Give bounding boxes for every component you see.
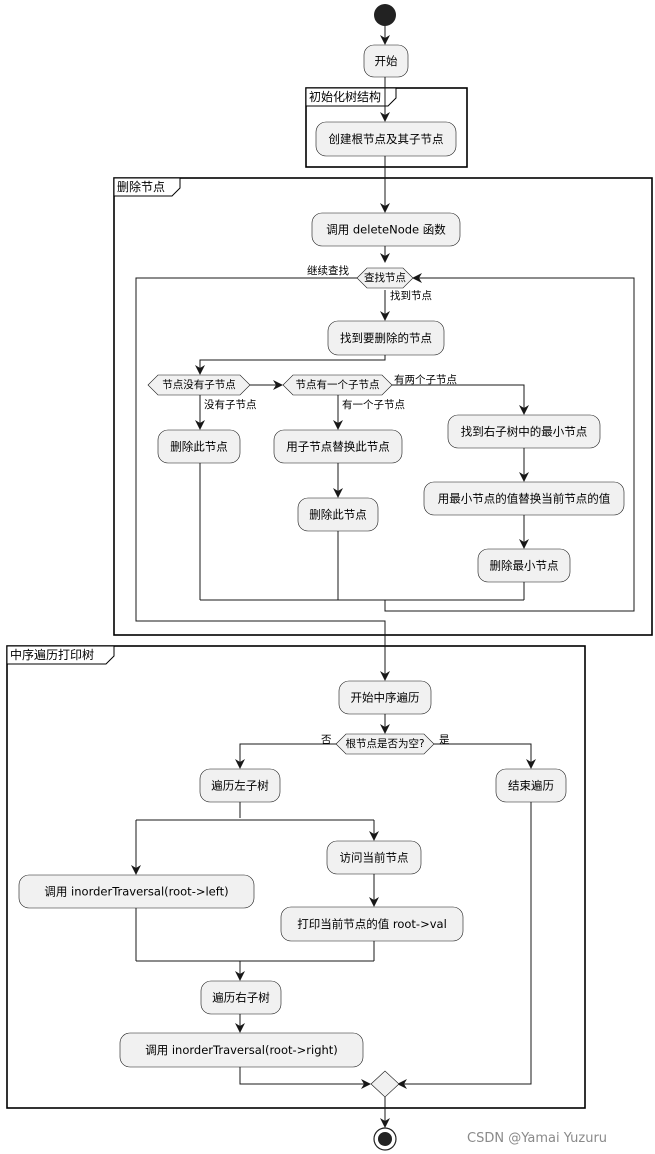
svg-text:找到右子树中的最小节点: 找到右子树中的最小节点 <box>461 425 588 439</box>
partition-inorder: 中序遍历打印树 <box>6 645 586 1109</box>
decision-no-child: 节点没有子节点 <box>147 374 251 396</box>
svg-text:用最小节点的值替换当前节点的值: 用最小节点的值替换当前节点的值 <box>438 492 611 506</box>
svg-text:删除此节点: 删除此节点 <box>170 440 228 454</box>
activity-delete-leaf: 删除此节点 <box>157 429 241 464</box>
activity-call-right: 调用 inorderTraversal(root->right) <box>119 1032 364 1068</box>
decision-search: 查找节点 <box>356 267 414 289</box>
svg-text:调用 inorderTraversal(root->righ: 调用 inorderTraversal(root->right) <box>145 1043 338 1057</box>
label-two-children: 有两个子节点 <box>394 373 457 386</box>
label-continue-search: 继续查找 <box>307 264 349 277</box>
svg-text:开始: 开始 <box>375 54 398 68</box>
activity-visit-current: 访问当前节点 <box>326 840 422 875</box>
svg-text:节点有一个子节点: 节点有一个子节点 <box>296 378 380 391</box>
decision-one-child: 节点有一个子节点 <box>282 374 393 396</box>
watermark: CSDN @Yamai Yuzuru <box>467 1131 607 1146</box>
svg-text:查找节点: 查找节点 <box>364 271 406 284</box>
partition-inorder-title: 中序遍历打印树 <box>10 647 94 662</box>
activity-traverse-right: 遍历右子树 <box>200 980 282 1015</box>
merge-node <box>370 1070 400 1098</box>
svg-text:找到要删除的节点: 找到要删除的节点 <box>340 331 432 345</box>
label-no: 否 <box>321 734 332 746</box>
svg-text:开始中序遍历: 开始中序遍历 <box>351 691 420 705</box>
decision-root-empty: 根节点是否为空? <box>335 733 435 755</box>
svg-text:访问当前节点: 访问当前节点 <box>340 851 409 865</box>
label-one-child: 有一个子节点 <box>342 398 405 411</box>
svg-text:用子节点替换此节点: 用子节点替换此节点 <box>286 440 390 454</box>
end-node <box>373 1127 397 1151</box>
activity-create-root: 创建根节点及其子节点 <box>315 121 457 157</box>
svg-text:调用 deleteNode 函数: 调用 deleteNode 函数 <box>326 223 446 237</box>
edges <box>131 26 635 1128</box>
partition-init-title: 初始化树结构 <box>309 89 381 104</box>
activity-print-val: 打印当前节点的值 root->val <box>280 906 464 942</box>
label-found: 找到节点 <box>390 289 432 302</box>
svg-text:遍历右子树: 遍历右子树 <box>212 991 270 1005</box>
activity-replace-min: 用最小节点的值替换当前节点的值 <box>423 481 625 516</box>
activity-call-delete: 调用 deleteNode 函数 <box>311 212 461 247</box>
start-node <box>374 4 396 26</box>
activity-replace-child: 用子节点替换此节点 <box>273 429 403 464</box>
svg-text:创建根节点及其子节点: 创建根节点及其子节点 <box>329 132 444 146</box>
partition-init: 初始化树结构 <box>305 87 468 168</box>
svg-text:遍历左子树: 遍历左子树 <box>211 779 269 793</box>
activity-end-traverse: 结束遍历 <box>495 768 567 803</box>
partition-delete: 删除节点 <box>113 177 653 636</box>
label-no-child: 没有子节点 <box>204 398 257 411</box>
activity-start-inorder: 开始中序遍历 <box>338 680 432 715</box>
activity-call-left: 调用 inorderTraversal(root->left) <box>18 874 255 909</box>
partition-delete-title: 删除节点 <box>117 179 165 194</box>
activity-traverse-left: 遍历左子树 <box>199 768 281 803</box>
svg-text:删除此节点: 删除此节点 <box>309 508 367 522</box>
svg-text:节点没有子节点: 节点没有子节点 <box>162 378 236 391</box>
label-yes: 是 <box>439 734 450 746</box>
activity-delete-min: 删除最小节点 <box>477 548 571 583</box>
activity-find-min: 找到右子树中的最小节点 <box>447 414 601 449</box>
svg-text:结束遍历: 结束遍历 <box>508 779 554 793</box>
activity-find-target: 找到要删除的节点 <box>327 320 445 356</box>
svg-text:根节点是否为空?: 根节点是否为空? <box>345 737 424 750</box>
activity-delete-one: 删除此节点 <box>297 497 379 532</box>
svg-text:打印当前节点的值 root->val: 打印当前节点的值 root->val <box>297 917 447 931</box>
activity-start: 开始 <box>363 44 409 78</box>
svg-text:删除最小节点: 删除最小节点 <box>490 559 559 573</box>
svg-text:调用 inorderTraversal(root->left: 调用 inorderTraversal(root->left) <box>44 885 228 899</box>
